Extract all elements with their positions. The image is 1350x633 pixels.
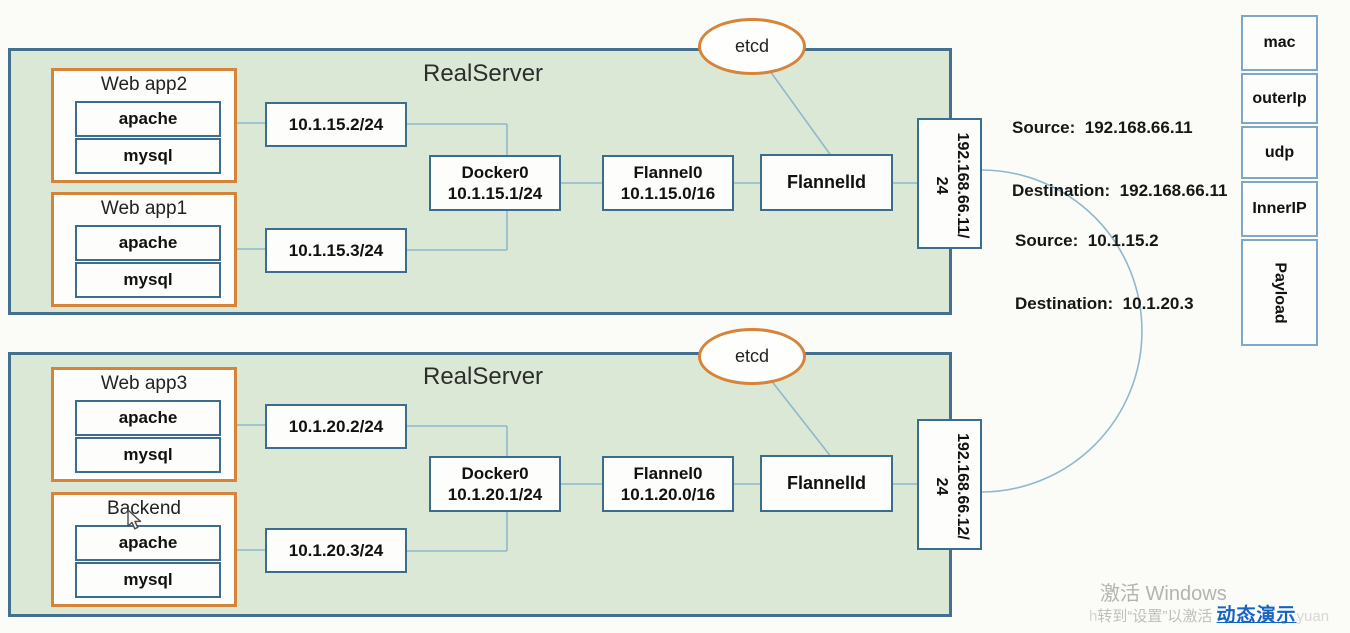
veth-ip-node: 10.1.20.2/24 — [265, 404, 407, 449]
host-ip-line1: 192.168.66.11/ — [953, 132, 971, 239]
docker0-name: Docker0 — [461, 463, 529, 483]
packet-structure-stack: mac outerIp udp InnerIP Payload — [1241, 15, 1318, 348]
veth-ip-node: 10.1.20.3/24 — [265, 528, 407, 573]
outer-packet-annotation: Source: 192.168.66.11 Destination: 192.1… — [1012, 75, 1227, 243]
host-ip-line2: 24 — [933, 176, 950, 195]
inner-source: Source: 10.1.15.2 — [1015, 231, 1159, 250]
pod-backend-label: Backend — [107, 498, 181, 519]
inner-packet-annotation: Source: 10.1.15.2 Destination: 10.1.20.3 — [1015, 188, 1194, 356]
host-to-host-arc — [980, 169, 1143, 493]
host-ip-node-1: 192.168.66.11/ 24 — [917, 118, 982, 249]
host-ip-line2: 24 — [933, 477, 950, 496]
container-apache: apache — [75, 101, 221, 137]
watermark-line2: h转到“设置”以激活 动态演示yuan — [1089, 600, 1329, 627]
pod-webapp2-label: Web app2 — [100, 74, 188, 95]
pod-webapp1: Web app1 apache mysql — [51, 192, 237, 307]
inner-destination: Destination: 10.1.20.3 — [1015, 294, 1194, 313]
pod-webapp3-label: Web app3 — [100, 373, 188, 394]
container-mysql: mysql — [75, 437, 221, 473]
packet-field-payload: Payload — [1241, 239, 1318, 346]
container-apache: apache — [75, 225, 221, 261]
docker0-ip: 10.1.20.1/24 — [447, 485, 543, 504]
pod-webapp2: Web app2 apache mysql — [51, 68, 237, 183]
etcd-node-2: etcd — [698, 328, 806, 385]
watermark-overlay-prefix: h — [1089, 608, 1098, 625]
flanneld-node: FlannelId — [760, 455, 893, 512]
packet-field-udp: udp — [1241, 126, 1318, 179]
flannel0-ip: 10.1.20.0/16 — [620, 485, 716, 504]
host-ip-node-2: 192.168.66.12/ 24 — [917, 419, 982, 550]
packet-field-innerip: InnerIP — [1241, 181, 1318, 237]
flannel0-node: Flannel0 10.1.15.0/16 — [602, 155, 734, 211]
watermark-overlay-suffix: yuan — [1296, 608, 1330, 625]
flannel0-node: Flannel0 10.1.20.0/16 — [602, 456, 734, 512]
flannel0-ip: 10.1.15.0/16 — [620, 184, 716, 203]
outer-destination: Destination: 192.168.66.11 — [1012, 181, 1228, 200]
packet-field-payload-label: Payload — [1271, 261, 1289, 324]
etcd-node-1: etcd — [698, 18, 806, 75]
container-mysql: mysql — [75, 562, 221, 598]
pod-webapp1-label: Web app1 — [100, 198, 188, 219]
realserver-title-2: RealServer — [423, 363, 544, 390]
windows-activate-subtitle: 转到“设置”以激活 — [1097, 608, 1217, 625]
pod-backend: Backend apache mysql — [51, 492, 237, 607]
demo-link[interactable]: 动态演示 — [1216, 605, 1297, 626]
veth-ip-node: 10.1.15.3/24 — [265, 228, 407, 273]
docker0-node: Docker0 10.1.20.1/24 — [429, 456, 561, 512]
realserver-title-1: RealServer — [423, 60, 544, 87]
container-mysql: mysql — [75, 262, 221, 298]
container-apache: apache — [75, 525, 221, 561]
pod-webapp3: Web app3 apache mysql — [51, 367, 237, 482]
windows-activate-watermark: 激活 Windows — [1100, 583, 1227, 605]
flanneld-node: FlannelId — [760, 154, 893, 211]
container-apache: apache — [75, 400, 221, 436]
flannel0-name: Flannel0 — [633, 162, 703, 182]
packet-field-mac: mac — [1241, 15, 1318, 71]
host-ip-line1: 192.168.66.12/ — [953, 433, 971, 540]
flannel0-name: Flannel0 — [633, 463, 703, 483]
mouse-cursor-icon — [127, 509, 142, 530]
container-mysql: mysql — [75, 138, 221, 174]
outer-source: Source: 192.168.66.11 — [1012, 118, 1193, 137]
docker0-node: Docker0 10.1.15.1/24 — [429, 155, 561, 211]
docker0-name: Docker0 — [461, 162, 529, 182]
packet-field-outerip: outerIp — [1241, 73, 1318, 124]
docker0-ip: 10.1.15.1/24 — [447, 184, 543, 203]
veth-ip-node: 10.1.15.2/24 — [265, 102, 407, 147]
